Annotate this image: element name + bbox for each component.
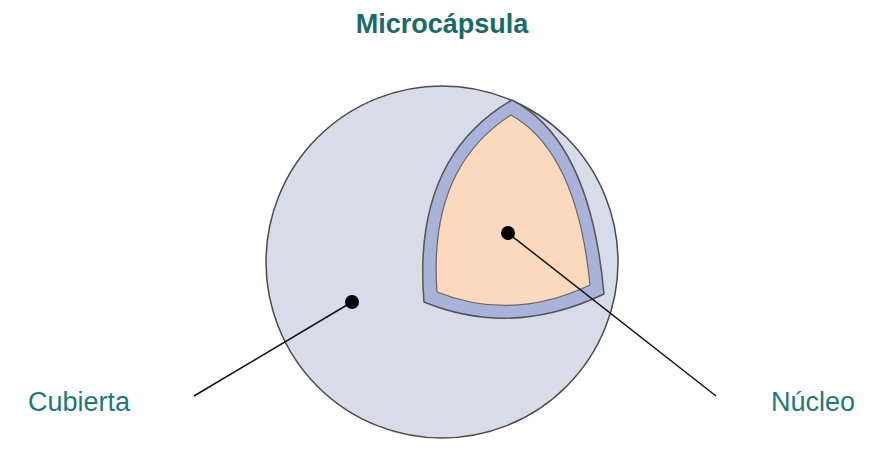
core-body [436, 115, 590, 305]
part-label: Cubierta [28, 386, 130, 418]
leader-dot [345, 295, 359, 309]
core-coating [423, 100, 604, 318]
part-label: Núcleo [771, 386, 855, 418]
shell-circle [266, 86, 618, 438]
leader-dot [501, 226, 515, 240]
leader-line [194, 302, 352, 396]
diagram-title: Microcápsula [356, 8, 529, 40]
leader-line [508, 233, 716, 396]
